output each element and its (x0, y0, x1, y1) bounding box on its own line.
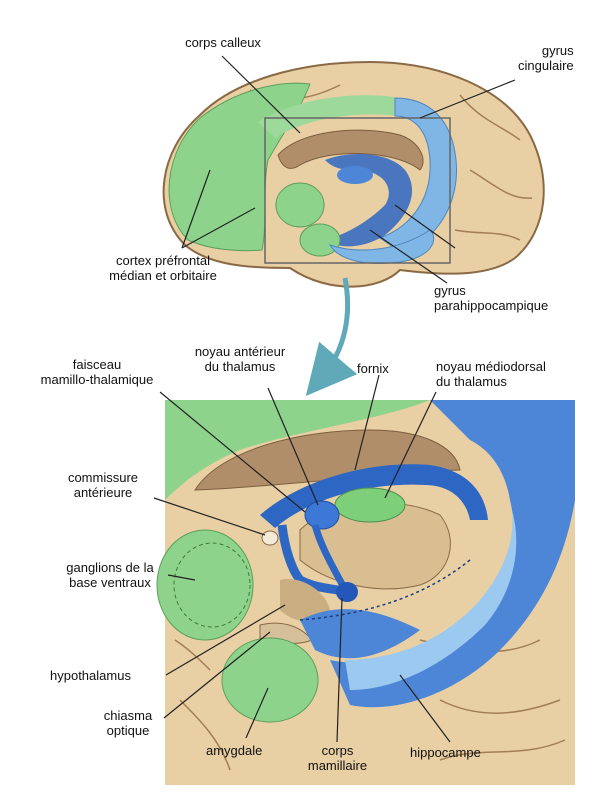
label-corps-mamillaire: corps mamillaire (290, 743, 385, 773)
label-noyau-anterieur: noyau antérieur du thalamus (170, 344, 310, 374)
label-cortex-prefrontal-l2: médian et orbitaire (109, 268, 217, 283)
label-commissure-l2: antérieure (73, 485, 133, 500)
label-cortex-prefrontal-l1: cortex préfrontal (116, 253, 210, 268)
label-hippocampe: hippocampe (410, 745, 481, 760)
top-fornix-hippocampus (325, 154, 413, 247)
label-corps-calleux-text: corps calleux (185, 35, 261, 50)
label-gyrus-parahippocampique-l1: gyrus (434, 283, 466, 298)
label-gyrus-cingulaire-l1: gyrus (541, 43, 574, 58)
label-gyrus-cingulaire-l2: cingulaire (518, 58, 574, 73)
label-noyau-mediodorsal-l1: noyau médiodorsal (436, 359, 546, 374)
label-chiasma-l1: chiasma (103, 708, 153, 723)
zoom-mediodorsal-nucleus (334, 487, 406, 523)
zoom-cingulate-green (165, 400, 430, 500)
label-ganglions: ganglions de la base ventraux (50, 560, 170, 590)
leader-lines (153, 55, 516, 743)
zoom-hippocampus (345, 510, 517, 690)
label-ganglions-l2: base ventraux (69, 575, 151, 590)
label-noyau-anterieur-l1: noyau antérieur (194, 344, 286, 359)
label-noyau-mediodorsal-l2: du thalamus (436, 374, 507, 389)
parahippocampal-region (328, 229, 435, 264)
label-chiasma-l2: optique (106, 723, 150, 738)
label-fornix-text: fornix (357, 361, 389, 376)
label-faisceau: faisceau mamillo-thalamique (22, 357, 172, 387)
zoom-lower-blue-arc (300, 609, 420, 659)
zoom-stria (299, 559, 471, 621)
top-amygdala (299, 223, 341, 257)
top-thalamus (337, 166, 373, 184)
zoom-box (264, 117, 451, 264)
label-commissure: commissure antérieure (48, 470, 158, 500)
label-faisceau-l1: faisceau (72, 357, 122, 372)
top-brain-view (162, 60, 545, 288)
label-gyrus-parahippocampique: gyrus parahippocampique (434, 283, 548, 313)
label-noyau-anterieur-l2: du thalamus (204, 359, 276, 374)
label-gyrus-parahippocampique-l2: parahippocampique (434, 298, 549, 313)
label-gyrus-cingulaire: gyrus cingulaire (518, 43, 574, 73)
top-amygdala-basal (275, 182, 325, 228)
label-noyau-mediodorsal: noyau médiodorsal du thalamus (436, 359, 546, 389)
cingulate-green-band (258, 95, 412, 138)
zoom-amygdala (221, 637, 319, 723)
label-faisceau-l2: mamillo-thalamique (40, 372, 154, 387)
label-hypothalamus-text: hypothalamus (50, 668, 131, 683)
label-ganglions-l1: ganglions de la (66, 560, 154, 575)
zoom-mammillary-body (336, 582, 358, 602)
zoom-panel (156, 400, 575, 785)
label-hypothalamus: hypothalamus (50, 668, 131, 683)
zoom-arrow (305, 277, 358, 397)
zoom-hippocampal-arc (330, 400, 575, 708)
zoom-fornix-column (277, 524, 347, 597)
label-hippocampe-text: hippocampe (410, 745, 481, 760)
label-amygdale: amygdale (206, 743, 262, 758)
label-corps-mamillaire-l2: mamillaire (307, 758, 368, 773)
zoom-fornix (260, 464, 488, 528)
label-fornix: fornix (357, 361, 389, 376)
top-corpus-callosum (277, 129, 424, 171)
zoom-anterior-nucleus (304, 500, 340, 530)
label-cortex-prefrontal: cortex préfrontal médian et orbitaire (88, 253, 238, 283)
label-amygdale-text: amygdale (206, 743, 263, 758)
zoom-basal-ganglia-dashed (173, 542, 251, 628)
zoom-basal-ganglia (156, 529, 254, 641)
zoom-hypothalamus (280, 579, 330, 622)
label-chiasma: chiasma optique (88, 708, 168, 738)
label-corps-calleux: corps calleux (148, 35, 298, 50)
label-corps-mamillaire-l1: corps (321, 743, 354, 758)
zoom-anterior-commissure (261, 530, 279, 546)
label-commissure-l1: commissure (67, 470, 139, 485)
